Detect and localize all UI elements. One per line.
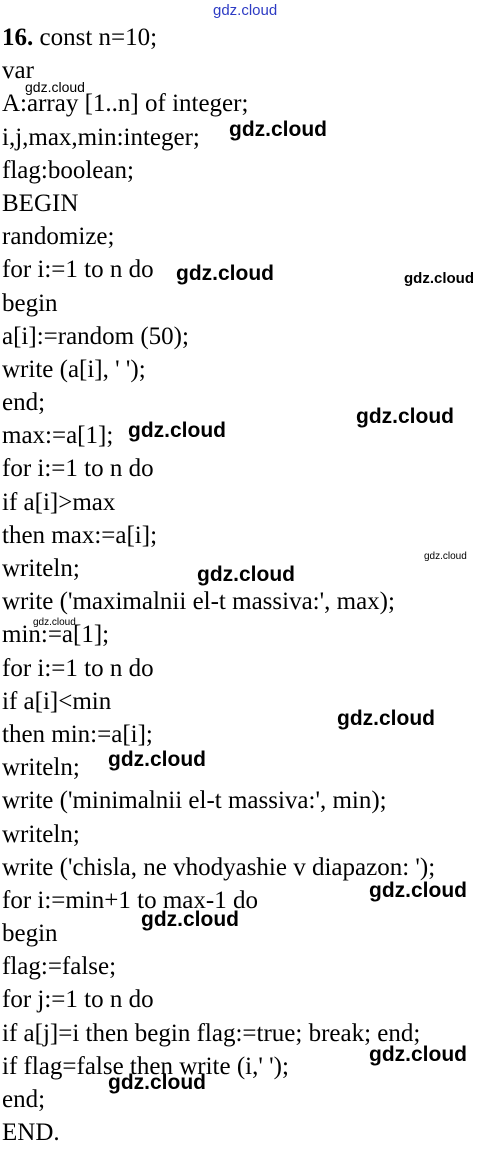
code-line: then max:=a[i]; [2,521,158,549]
watermark: gdz.cloud [141,908,239,931]
code-line: BEGIN [2,189,79,217]
code-line: then min:=a[i]; [2,720,153,748]
code-line: randomize; [2,223,115,251]
code-line: end; [2,1086,46,1113]
watermark: gdz.cloud [108,1071,206,1094]
code-line: writeln; [2,820,80,848]
code-line: for i:=1 to n do [2,256,154,284]
code-line: write ('chisla, ne vhodyashie v diapazon… [2,853,436,881]
watermark: gdz.cloud [176,262,274,285]
watermark: gdz.cloud [369,1043,467,1066]
watermark: gdz.cloud [213,2,278,19]
code-line: write ('minimalnii el-t massiva:', min); [2,787,387,815]
watermark: gdz.cloud [128,419,226,442]
watermark: gdz.cloud [424,551,467,562]
watermark: gdz.cloud [369,879,467,902]
code-line: flag:=false; [2,953,117,981]
code-line: if a[i]>max [2,488,116,516]
code-line: 16. const n=10; [2,21,435,54]
code-line: begin [2,289,58,317]
code-line: if flag=false then write (i,' '); [2,1052,289,1080]
watermark: gdz.cloud [229,118,327,141]
code-line: a[i]:=random (50); [2,322,189,350]
code-line: begin [2,920,58,948]
code-line: if a[j]=i then begin flag:=true; break; … [2,1019,421,1047]
watermark: gdz.cloud [337,707,435,730]
code-line: for i:=1 to n do [2,654,154,682]
code-line: min:=a[1]; [2,621,110,649]
watermark: gdz.cloud [108,748,206,771]
code-line: max:=a[1]; [2,422,114,450]
problem-number: 16. [2,24,34,51]
code-line: if a[i]<min [2,687,112,715]
code-line: for j:=1 to n do [2,986,154,1014]
code-line: END. [2,1119,60,1147]
watermark: gdz.cloud [404,270,474,287]
code-line: A:array [1..n] of integer; [2,90,249,118]
code-line: writeln; [2,754,80,782]
watermark: gdz.cloud [356,405,454,428]
watermark: gdz.cloud [25,79,85,95]
watermark: gdz.cloud [33,617,76,628]
code-line: writeln; [2,555,80,582]
code-line: flag:boolean; [2,156,134,184]
code-line: for i:=1 to n do [2,455,154,483]
code-line: i,j,max,min:integer; [2,123,200,151]
code-line: var [2,57,34,85]
code-line: for i:=min+1 to max-1 do [2,886,258,914]
code-line: write ('maximalnii el-t massiva:', max); [2,588,395,616]
watermark: gdz.cloud [197,563,295,586]
code-line-text: const n=10; [33,24,158,51]
code-line: end; [2,389,46,417]
code-line: write (a[i], ' '); [2,355,146,383]
